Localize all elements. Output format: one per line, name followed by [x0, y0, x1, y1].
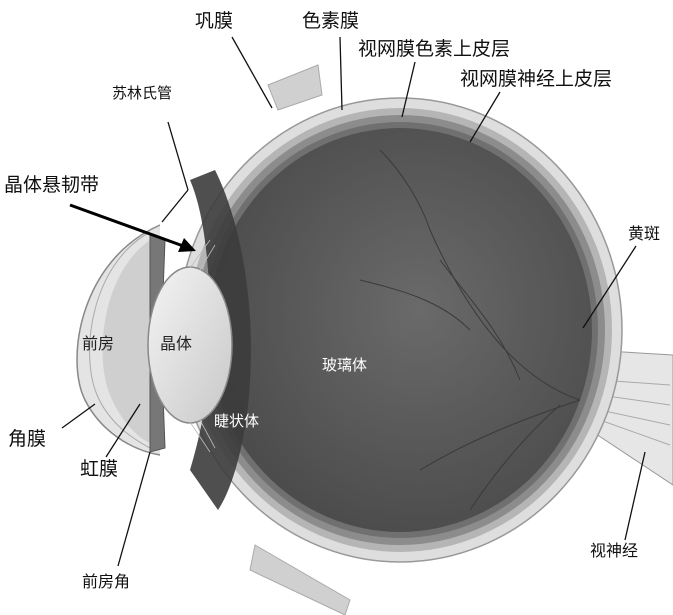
schlemm-leader-2	[162, 190, 188, 222]
schlemm-leader	[168, 122, 188, 190]
label-anterior-chamber: 前房	[82, 336, 114, 352]
label-vitreous: 玻璃体	[322, 358, 367, 373]
cornea-leader	[62, 404, 95, 428]
label-neuroretina: 视网膜神经上皮层	[460, 70, 612, 89]
label-rpe: 视网膜色素上皮层	[358, 40, 510, 59]
label-chamber-angle: 前房角	[82, 574, 130, 590]
label-choroid: 色素膜	[302, 12, 359, 31]
label-schlemm-canal: 苏林氏管	[112, 86, 172, 101]
label-zonule: 晶体悬韧带	[4, 176, 99, 195]
chamber-angle-leader	[118, 452, 150, 566]
vitreous-body	[208, 128, 592, 532]
label-cornea: 角膜	[8, 430, 46, 449]
label-sclera: 巩膜	[195, 12, 233, 31]
sclera-leader	[232, 37, 272, 108]
optic-nerve-leader	[625, 452, 645, 540]
label-iris: 虹膜	[80, 460, 118, 479]
label-macula: 黄斑	[628, 226, 660, 242]
label-lens: 晶体	[160, 336, 192, 352]
lower-muscle	[250, 545, 350, 615]
label-optic-nerve: 视神经	[590, 543, 638, 559]
upper-muscle	[268, 65, 322, 110]
choroid-leader	[340, 37, 342, 110]
label-ciliary-body: 睫状体	[214, 414, 259, 429]
